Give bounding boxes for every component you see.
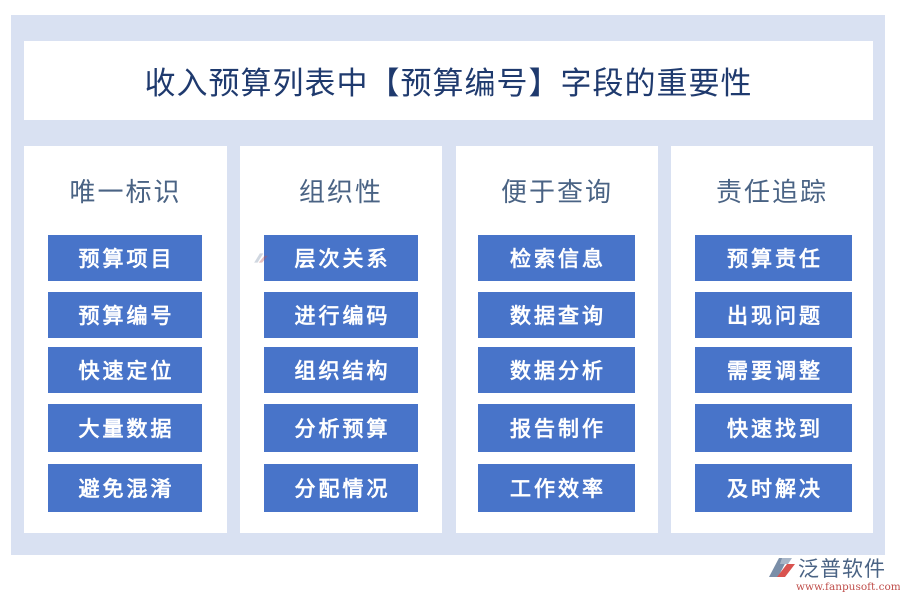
item-label: 大量数据 <box>78 416 175 441</box>
column-heading: 组织性 <box>298 178 383 208</box>
diagram-title: 收入预算列表中【预算编号】字段的重要性 <box>144 66 753 102</box>
item-label: 数据分析 <box>510 358 606 383</box>
item-label: 及时解决 <box>727 476 823 501</box>
watermark-logo-icon <box>254 253 268 263</box>
item-label: 避免混淆 <box>78 476 175 501</box>
item-label: 需要调整 <box>727 358 823 383</box>
brand-url: www.fanpusoft.com <box>796 581 900 593</box>
item-box[interactable]: 检索信息 <box>478 235 635 281</box>
item-box[interactable]: 组织结构 <box>264 347 418 393</box>
item-label: 进行编码 <box>294 303 391 328</box>
column-heading: 唯一标识 <box>69 178 182 208</box>
item-label: 分析预算 <box>294 416 391 441</box>
item-box[interactable]: 避免混淆 <box>48 464 202 512</box>
item-label: 报告制作 <box>510 416 606 441</box>
fanpu-logo-icon <box>769 558 795 577</box>
item-label: 预算责任 <box>727 246 823 271</box>
item-box[interactable]: 快速定位 <box>48 347 202 393</box>
brand-name: 泛普软件 <box>798 557 886 581</box>
title-box: 收入预算列表中【预算编号】字段的重要性 <box>24 41 873 120</box>
item-box[interactable]: 分析预算 <box>264 404 418 452</box>
item-label: 组织结构 <box>294 358 391 383</box>
item-label: 分配情况 <box>294 476 391 501</box>
item-box[interactable]: 工作效率 <box>478 464 635 512</box>
item-label: 预算项目 <box>78 246 175 271</box>
item-box[interactable]: 快速找到 <box>695 404 852 452</box>
item-box[interactable]: 需要调整 <box>695 347 852 393</box>
item-label: 出现问题 <box>727 303 823 328</box>
item-label: 工作效率 <box>510 476 606 501</box>
item-label: 快速定位 <box>78 358 175 383</box>
item-box[interactable]: 数据查询 <box>478 292 635 338</box>
item-label: 快速找到 <box>727 416 823 441</box>
item-label: 层次关系 <box>294 246 391 271</box>
item-box[interactable]: 出现问题 <box>695 292 852 338</box>
column-heading: 责任追踪 <box>715 178 828 208</box>
column-organization: 组织性 层次关系 进行编码 组织结构 分析预算 分配情况 <box>240 146 442 533</box>
column-responsibility-tracking: 责任追踪 预算责任 出现问题 需要调整 快速找到 及时解决 <box>671 146 873 533</box>
item-box[interactable]: 数据分析 <box>478 347 635 393</box>
item-label: 数据查询 <box>510 303 606 328</box>
item-label: 检索信息 <box>510 246 606 271</box>
item-box[interactable]: 大量数据 <box>48 404 202 452</box>
item-box[interactable]: 预算项目 <box>48 235 202 281</box>
brand-logo: 泛普软件 www.fanpusoft.com <box>768 553 900 598</box>
item-box[interactable]: 预算编号 <box>48 292 202 338</box>
item-label: 预算编号 <box>78 303 175 328</box>
item-box[interactable]: 预算责任 <box>695 235 852 281</box>
item-box[interactable]: 报告制作 <box>478 404 635 452</box>
column-heading: 便于查询 <box>500 178 613 208</box>
item-box[interactable]: 分配情况 <box>264 464 418 512</box>
item-box[interactable]: 进行编码 <box>264 292 418 338</box>
column-easy-query: 便于查询 检索信息 数据查询 数据分析 报告制作 工作效率 <box>456 146 658 533</box>
column-unique-identifier: 唯一标识 预算项目 预算编号 快速定位 大量数据 避免混淆 <box>24 146 227 533</box>
item-box[interactable]: 层次关系 <box>264 235 418 281</box>
item-box[interactable]: 及时解决 <box>695 464 852 512</box>
